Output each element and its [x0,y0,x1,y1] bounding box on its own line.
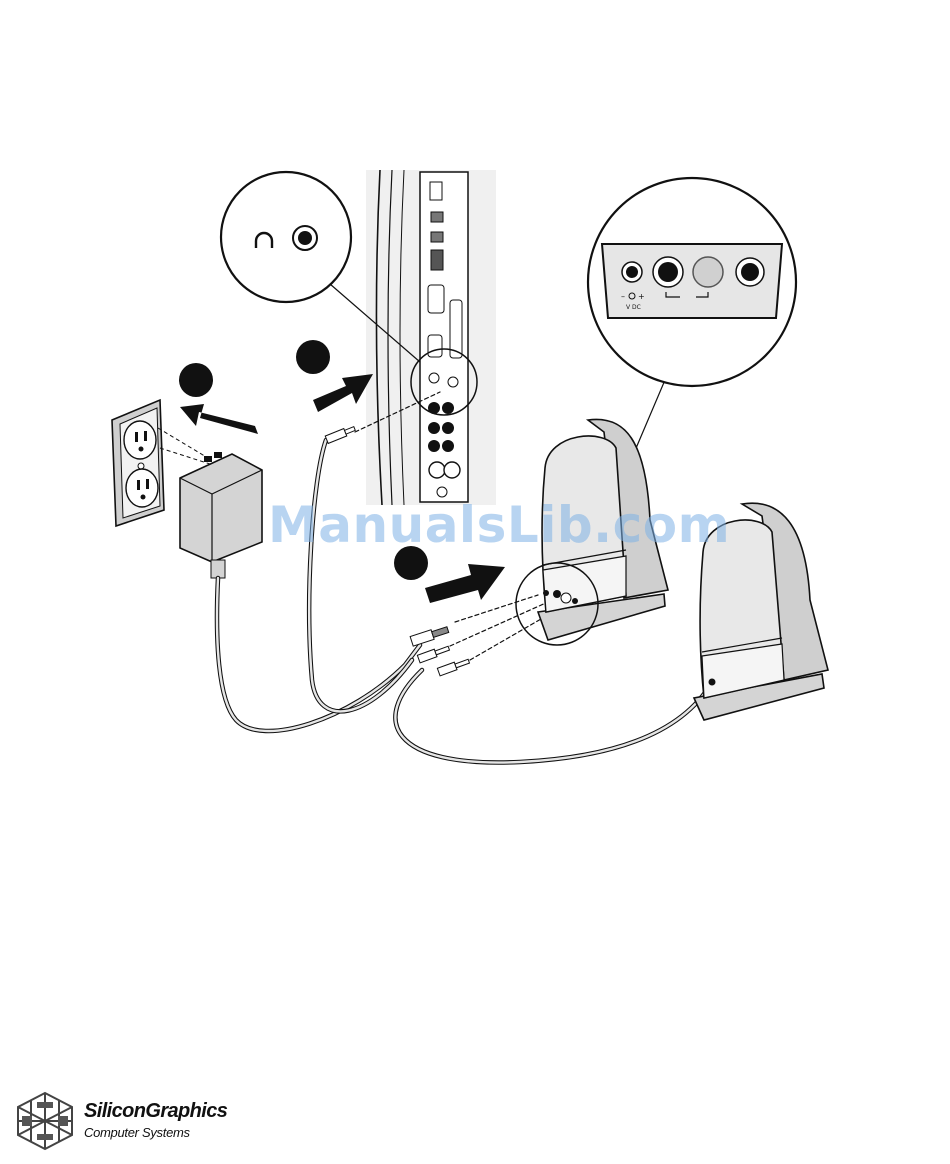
step-marker-speaker [394,546,505,603]
audio-input-jack [658,262,678,282]
arrow-right-icon [425,564,505,603]
right-speaker [694,503,828,720]
power-adapter [158,428,262,578]
volume-knob [693,257,723,287]
arrow-right-icon [313,374,373,412]
power-cable [217,578,420,731]
silicon-graphics-logo: SiliconGraphics Computer Systems [14,1088,254,1152]
arrow-left-icon [180,404,258,434]
speaker-link-cable [395,670,712,763]
left-speaker [516,419,668,645]
dc-power-jack [626,266,638,278]
step-marker-power [179,363,258,434]
computer-rear-panel [366,170,496,505]
wall-outlet [112,400,164,526]
headphone-jack [298,231,312,245]
vdc-label: V DC [626,304,641,311]
svg-text:+: + [638,292,645,301]
sgi-cube-icon [14,1090,76,1152]
brand-subtitle: Computer Systems [84,1125,190,1140]
brand-name: SiliconGraphics [84,1100,227,1123]
step-marker-computer [296,340,373,412]
svg-text:–: – [621,292,625,301]
speaker-output-jack [741,263,759,281]
